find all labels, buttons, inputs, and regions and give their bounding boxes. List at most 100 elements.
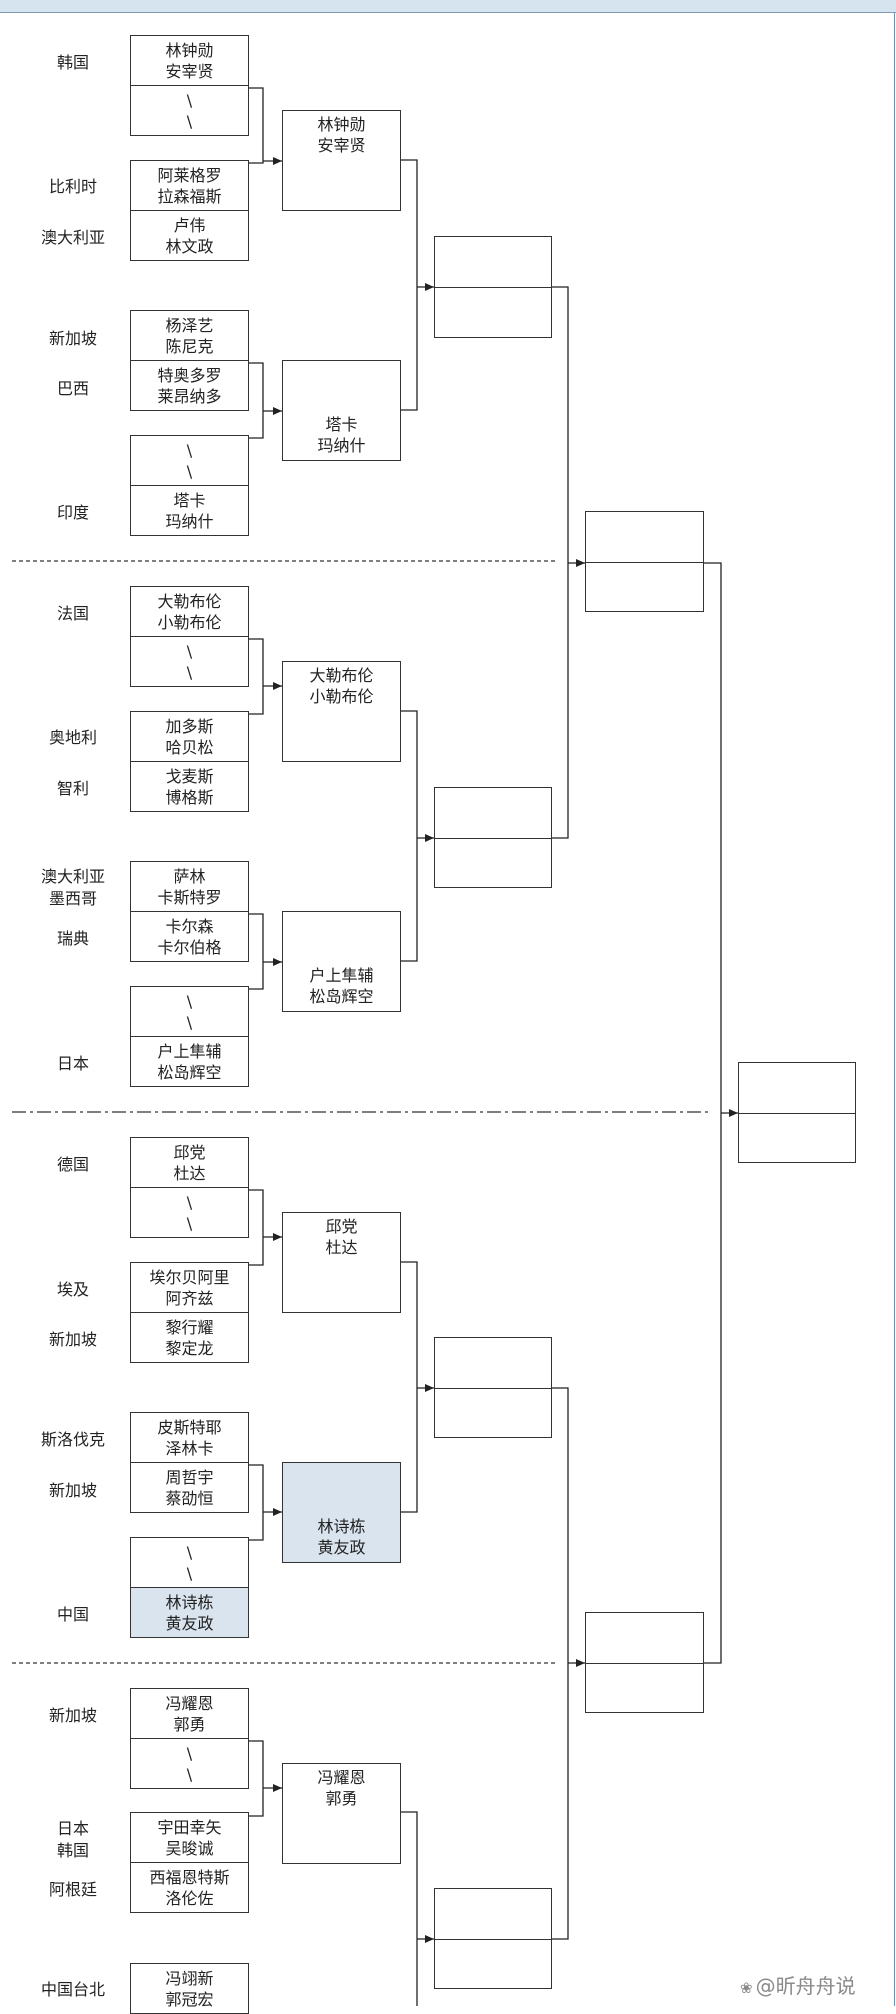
player-name: \ xyxy=(186,1192,193,1212)
match-slot: 埃尔贝阿里阿齐兹 xyxy=(130,1262,249,1313)
player-name: 宇田幸矢 xyxy=(157,1817,222,1837)
match-slot: 宇田幸矢吴晙诚 xyxy=(130,1812,249,1863)
player-name: \ xyxy=(186,1213,193,1233)
player-name: 西福恩特斯 xyxy=(149,1867,230,1887)
player-name: 大勒布伦 xyxy=(157,591,222,611)
match-slot: 大勒布伦小勒布伦 xyxy=(130,586,249,637)
match-slot: 卢伟林文政 xyxy=(130,210,249,261)
player-name: 安宰贤 xyxy=(317,136,366,155)
country-label: 韩国 xyxy=(56,1841,89,1860)
player-name: 郭勇 xyxy=(173,1714,206,1734)
country-label: 日本 xyxy=(56,1054,89,1073)
player-name: \ xyxy=(186,1542,193,1562)
player-name: \ xyxy=(186,111,193,131)
match-slot: 邱党杜达 xyxy=(130,1137,249,1188)
country-label: 新加坡 xyxy=(48,1481,97,1500)
player-name: \ xyxy=(186,440,193,460)
player-name: 杨泽艺 xyxy=(165,315,214,335)
weibo-logo-icon: ❀ xyxy=(740,1979,753,1997)
player-name: 杜达 xyxy=(173,1163,206,1183)
country-label: 新加坡 xyxy=(48,1706,97,1725)
player-name: 安宰贤 xyxy=(165,61,214,81)
match-slot: 西福恩特斯洛伦佐 xyxy=(130,1862,249,1913)
player-name: 郭冠宏 xyxy=(165,1989,214,2009)
round4-box-2 xyxy=(585,1612,704,1713)
bracket-connector xyxy=(552,286,569,839)
player-name: \ xyxy=(186,1563,193,1583)
round2-slot: 林钟勋安宰贤 xyxy=(282,110,401,211)
player-name: 户上隼辅 xyxy=(309,966,374,985)
match-slot: 特奥多罗莱昂纳多 xyxy=(130,360,249,411)
match-slot: 黎行耀黎定龙 xyxy=(130,1312,249,1363)
box-divider xyxy=(435,1387,551,1389)
match-slot: 林钟勋安宰贤 xyxy=(130,35,249,86)
country-label: 巴西 xyxy=(56,379,89,398)
player-name: \ xyxy=(186,1743,193,1763)
match-slot: \\ xyxy=(130,986,249,1037)
bracket-connector xyxy=(704,562,722,1664)
country-label: 澳大利亚 xyxy=(40,867,105,886)
player-name: 林诗栋 xyxy=(317,1517,366,1536)
round4-box-1 xyxy=(585,511,704,612)
player-name: 林诗栋 xyxy=(165,1592,214,1612)
box-divider xyxy=(435,1938,551,1940)
player-name: 洛伦佐 xyxy=(165,1888,214,1908)
player-name: 皮斯特耶 xyxy=(157,1417,222,1437)
player-name: 冯翊新 xyxy=(165,1968,214,1988)
country-label: 澳大利亚 xyxy=(40,228,105,247)
match-slot: 冯翊新郭冠宏 xyxy=(130,1963,249,2014)
match-slot: 萨林卡斯特罗 xyxy=(130,861,249,912)
player-name: 埃尔贝阿里 xyxy=(149,1267,230,1287)
match-slot: 杨泽艺陈尼克 xyxy=(130,310,249,361)
match-slot: 户上隼辅松岛辉空 xyxy=(130,1036,249,1087)
match-slot: 阿莱格罗拉森福斯 xyxy=(130,160,249,211)
country-label: 新加坡 xyxy=(48,329,97,348)
player-name: 郭勇 xyxy=(325,1789,358,1808)
player-name: \ xyxy=(186,1764,193,1784)
player-name: 玛纳什 xyxy=(317,436,366,455)
player-name: 加多斯 xyxy=(165,716,214,736)
match-slot: 冯耀恩郭勇 xyxy=(130,1688,249,1739)
player-name: 松岛辉空 xyxy=(309,987,374,1006)
match-slot: \\ xyxy=(130,1537,249,1588)
player-name: 特奥多罗 xyxy=(157,365,222,385)
player-name: 塔卡 xyxy=(173,490,206,510)
match-slot: \\ xyxy=(130,435,249,486)
player-name: 塔卡 xyxy=(325,415,358,434)
bracket-connector xyxy=(401,1261,418,1513)
player-name: 拉森福斯 xyxy=(157,186,222,206)
country-label: 奥地利 xyxy=(48,728,97,747)
player-name: \ xyxy=(186,461,193,481)
player-name: 小勒布伦 xyxy=(157,612,222,632)
match-slot: 林诗栋黄友政 xyxy=(130,1587,249,1638)
box-divider xyxy=(586,561,703,563)
player-name: \ xyxy=(186,1012,193,1032)
player-name: \ xyxy=(186,90,193,110)
player-name: 大勒布伦 xyxy=(309,666,374,685)
box-divider xyxy=(586,1662,703,1664)
country-label: 法国 xyxy=(56,604,89,623)
box-divider xyxy=(739,1112,855,1114)
bracket-connector xyxy=(249,362,264,439)
box-divider xyxy=(435,287,551,288)
bracket-connector xyxy=(401,1811,418,2006)
country-label: 埃及 xyxy=(56,1280,89,1299)
player-name: 卡尔伯格 xyxy=(157,937,222,957)
match-slot: 塔卡玛纳什 xyxy=(130,485,249,536)
round2-slot: 户上隼辅松岛辉空 xyxy=(282,911,401,1012)
bracket-connector xyxy=(401,710,418,962)
watermark: ❀@昕舟舟说 xyxy=(740,1970,856,1999)
country-label: 日本 xyxy=(56,1819,89,1838)
player-name: 萨林 xyxy=(173,866,206,886)
match-slot: 皮斯特耶泽林卡 xyxy=(130,1412,249,1463)
player-name: 冯耀恩 xyxy=(165,1693,214,1713)
player-name: 邱党 xyxy=(325,1217,358,1236)
player-name: 黎定龙 xyxy=(165,1338,214,1358)
round3-box-1 xyxy=(434,236,552,338)
player-name: 吴晙诚 xyxy=(165,1838,214,1858)
player-name: 杜达 xyxy=(325,1238,358,1257)
bracket-connector xyxy=(249,638,264,715)
match-slot: \\ xyxy=(130,1187,249,1238)
country-label: 瑞典 xyxy=(56,929,89,948)
